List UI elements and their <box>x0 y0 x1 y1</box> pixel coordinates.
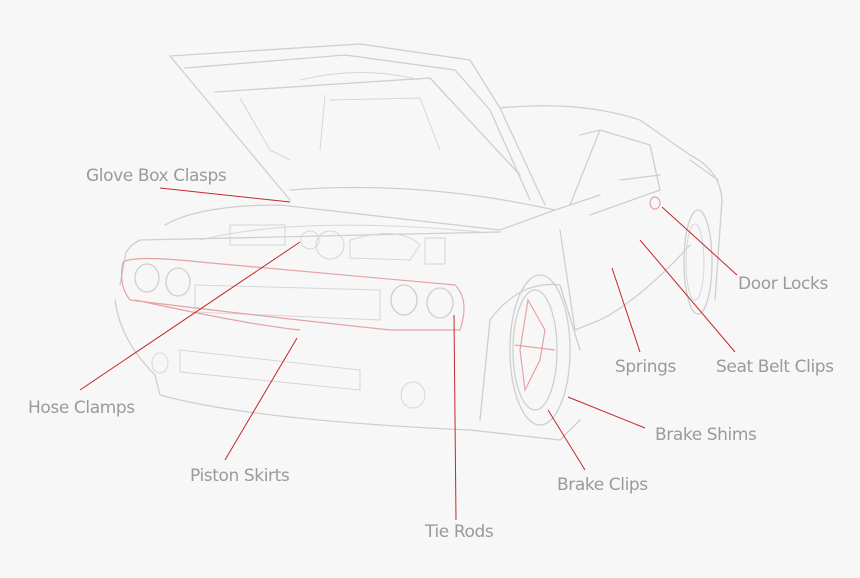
label-door-locks: Door Locks <box>738 274 828 294</box>
leader-glove-box-clasps <box>159 187 291 203</box>
label-springs: Springs <box>615 357 676 377</box>
leader-springs <box>611 267 641 353</box>
leader-piston-skirts <box>224 337 298 461</box>
car-body <box>114 105 723 441</box>
label-piston-skirts: Piston Skirts <box>190 466 290 486</box>
leader-lines <box>79 187 738 521</box>
open-hood <box>169 43 546 206</box>
engine-bay <box>199 224 481 265</box>
leader-tie-rods <box>453 314 457 521</box>
label-tie-rods: Tie Rods <box>425 522 494 542</box>
headlights <box>120 257 465 331</box>
label-brake-shims: Brake Shims <box>655 425 757 445</box>
leader-door-locks <box>661 206 738 276</box>
wheels <box>509 196 713 426</box>
leader-hose-clamps <box>79 241 301 391</box>
label-hose-clamps: Hose Clamps <box>28 398 135 418</box>
leader-brake-shims <box>567 396 646 429</box>
label-brake-clips: Brake Clips <box>557 475 648 495</box>
leader-brake-clips <box>547 409 586 471</box>
leader-seat-belt-clips <box>639 239 736 353</box>
label-glove-box-clasps: Glove Box Clasps <box>86 166 227 186</box>
label-seat-belt-clips: Seat Belt Clips <box>716 357 834 377</box>
